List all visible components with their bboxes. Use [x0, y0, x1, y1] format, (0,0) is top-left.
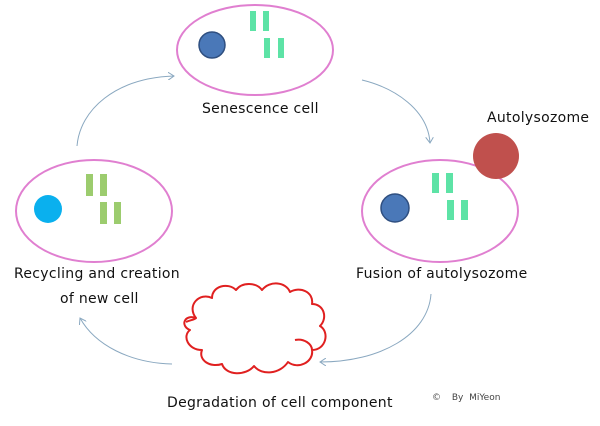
nucleus: [198, 31, 226, 59]
copyright-icon: ©: [432, 393, 441, 403]
degradation-label: Degradation of cell component: [167, 395, 393, 411]
cloud-inner-curve: [185, 317, 197, 323]
credit: © By MiYeon: [432, 393, 500, 403]
organelle: [114, 202, 121, 224]
organelle: [86, 174, 93, 196]
senescence-cell: [176, 4, 334, 96]
new-cell: [15, 159, 173, 263]
cell-membrane: [361, 159, 519, 263]
autolysozome: [473, 133, 519, 179]
senescence-cell-label: Senescence cell: [202, 101, 319, 117]
organelle: [263, 11, 269, 31]
organelle: [264, 38, 270, 58]
nucleus: [380, 193, 410, 223]
cloud-inner-curve: [294, 338, 313, 351]
arrow-fusion-to-degradation: [320, 293, 432, 362]
credit-text: By MiYeon: [451, 393, 501, 403]
degradation-cloud: [183, 282, 327, 375]
organelle: [100, 202, 107, 224]
arrow-degradation-to-recycling: [80, 318, 173, 365]
recycling-label-line1: Recycling and creation: [14, 266, 180, 282]
autolysozome-label: Autolysozome: [487, 110, 590, 126]
organelle: [446, 173, 453, 193]
organelle: [432, 173, 439, 193]
cell-membrane: [176, 4, 334, 96]
fusion-cell: [361, 159, 519, 263]
organelle: [250, 11, 256, 31]
fusion-label: Fusion of autolysozome: [356, 266, 528, 282]
organelle: [461, 200, 468, 220]
nucleus: [34, 195, 62, 223]
organelle: [278, 38, 284, 58]
arrow-recycling-to-senescence: [76, 76, 174, 147]
recycling-label-line2: of new cell: [60, 291, 139, 307]
cell-membrane: [15, 159, 173, 263]
arrow-senescence-to-fusion: [361, 79, 430, 143]
organelle: [100, 174, 107, 196]
organelle: [447, 200, 454, 220]
